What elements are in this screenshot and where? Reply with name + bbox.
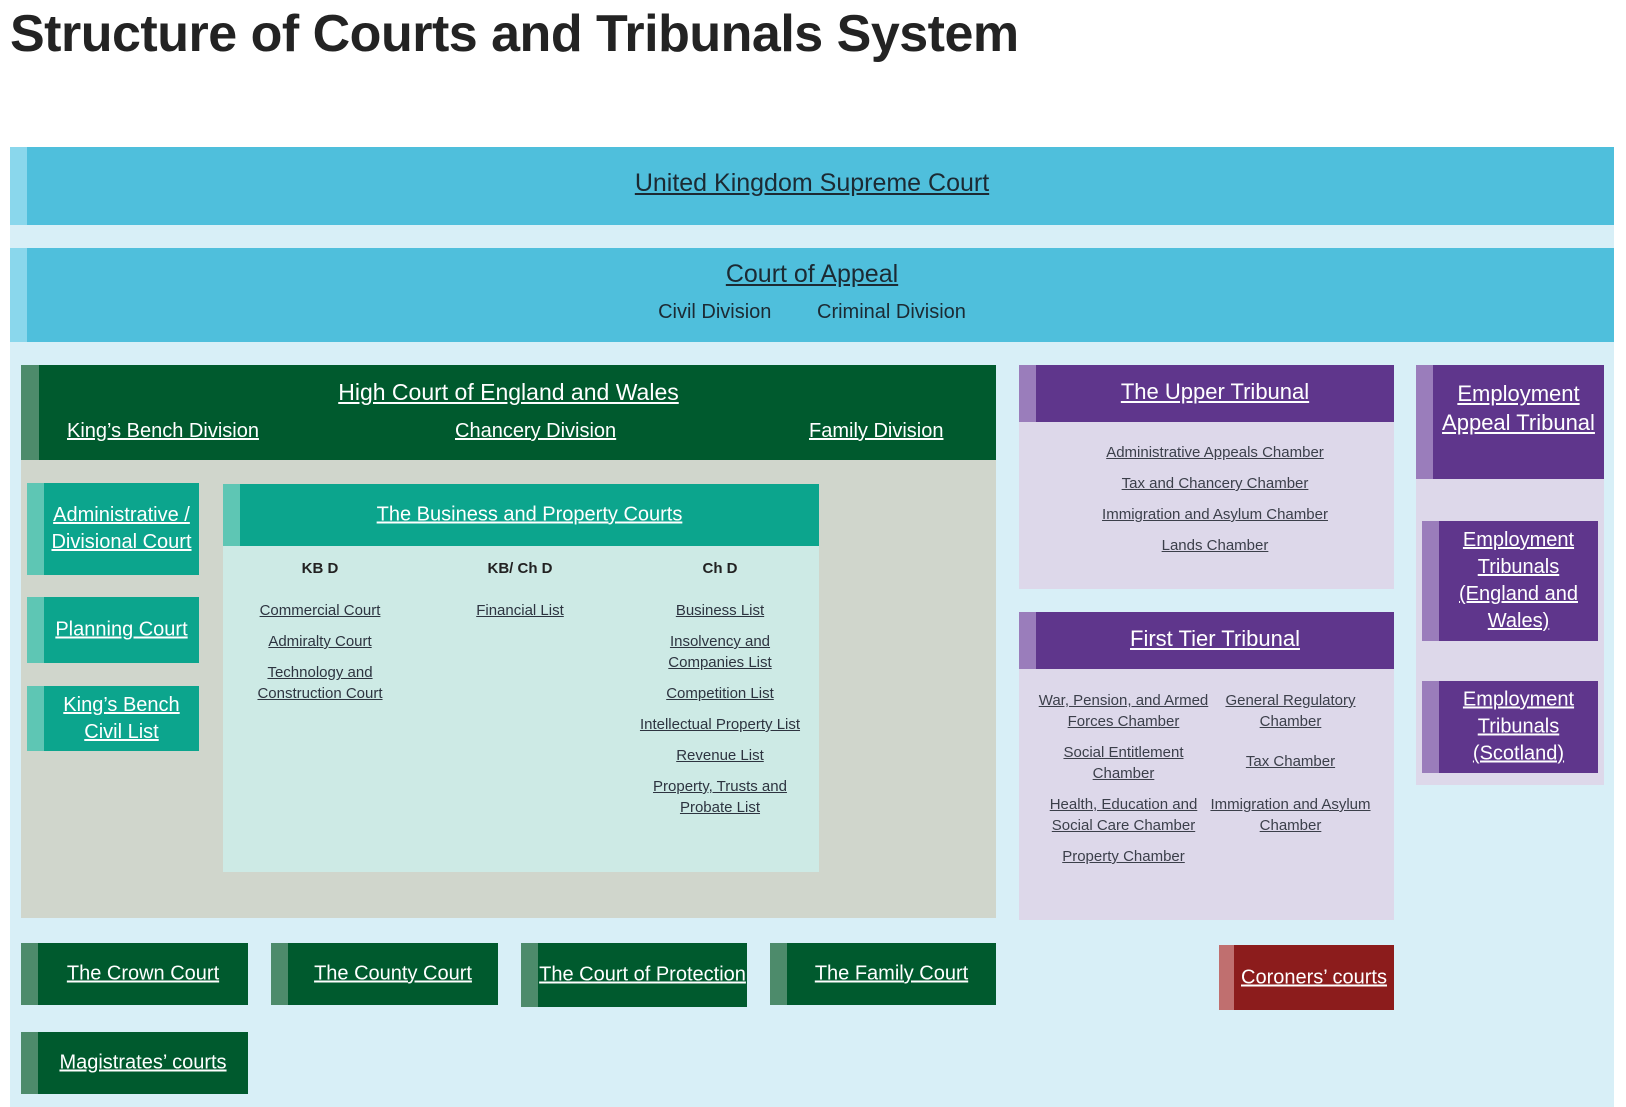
employment-tribunals-ew-box: Employment Tribunals (England and Wales) <box>1422 521 1598 641</box>
civil-division-label: Civil Division <box>658 301 772 323</box>
list-item[interactable]: Competition List <box>666 685 774 702</box>
chd-column-heading: Ch D <box>702 560 738 577</box>
list-item[interactable]: Financial List <box>476 602 564 619</box>
employment-tribunals-scotland-link[interactable]: Employment Tribunals (Scotland) <box>1462 688 1575 765</box>
upper-tribunal-header: The Upper Tribunal <box>1019 365 1394 422</box>
business-property-courts-link[interactable]: The Business and Property Courts <box>376 503 683 526</box>
kb-chd-column-heading: KB/ Ch D <box>487 560 553 577</box>
page-title: Structure of Courts and Tribunals System <box>10 5 1019 63</box>
list-item[interactable]: Tax and Chancery Chamber <box>1121 475 1309 492</box>
county-court-link[interactable]: The County Court <box>314 962 472 985</box>
high-court-link[interactable]: High Court of England and Wales <box>338 379 679 405</box>
list-item[interactable]: Admiralty Court <box>268 633 372 650</box>
list-item[interactable]: Property, Trusts and Probate List <box>653 778 787 816</box>
family-court-link[interactable]: The Family Court <box>814 962 969 985</box>
list-item[interactable]: Intellectual Property List <box>639 716 801 733</box>
family-court-box: The Family Court <box>770 943 996 1005</box>
business-property-panel <box>223 484 819 872</box>
kbd-list: Commercial Court Admiralty Court Technol… <box>230 600 410 714</box>
upper-tribunal-chambers: Administrative Appeals Chamber Tax and C… <box>1036 443 1394 567</box>
supreme-court-box: United Kingdom Supreme Court <box>10 147 1614 225</box>
kings-bench-division-link[interactable]: King’s Bench Division <box>67 420 259 442</box>
first-tier-tribunal-link[interactable]: First Tier Tribunal <box>1130 626 1300 651</box>
employment-tribunals-scotland-box: Employment Tribunals (Scotland) <box>1422 681 1598 773</box>
high-court-header: High Court of England and Wales King’s B… <box>21 365 996 460</box>
first-tier-right-chambers: General Regulatory Chamber Tax Chamber I… <box>1203 690 1378 846</box>
planning-court-box: Planning Court <box>27 597 199 663</box>
administrative-divisional-court-link[interactable]: Administrative / Divisional Court <box>51 504 192 553</box>
list-item[interactable]: Technology and Construction Court <box>257 664 383 702</box>
list-item[interactable]: Commercial Court <box>259 602 381 619</box>
list-item[interactable]: Property Chamber <box>1062 848 1185 865</box>
supreme-court-link[interactable]: United Kingdom Supreme Court <box>634 169 990 197</box>
appeal-divisions: Civil Division Criminal Division <box>10 301 1614 324</box>
employment-appeal-tribunal-box: Employment Appeal Tribunal <box>1416 365 1604 479</box>
business-property-header: The Business and Property Courts <box>223 484 819 546</box>
court-of-protection-link[interactable]: The Court of Protection <box>539 963 746 986</box>
planning-court-link[interactable]: Planning Court <box>55 618 188 641</box>
county-court-box: The County Court <box>271 943 498 1005</box>
list-item[interactable]: Immigration and Asylum Chamber <box>1210 796 1371 834</box>
family-division-link[interactable]: Family Division <box>809 420 944 442</box>
coroners-courts-box: Coroners’ courts <box>1219 945 1394 1010</box>
kings-bench-civil-list-link[interactable]: King’s Bench Civil List <box>63 693 180 743</box>
kings-bench-civil-list-box: King’s Bench Civil List <box>27 686 199 751</box>
coroners-courts-link[interactable]: Coroners’ courts <box>1241 966 1387 988</box>
list-item[interactable]: Social Entitlement Chamber <box>1063 744 1184 782</box>
list-item[interactable]: Tax Chamber <box>1245 753 1336 770</box>
crown-court-link[interactable]: The Crown Court <box>66 962 220 985</box>
court-of-protection-box: The Court of Protection <box>521 943 747 1007</box>
court-of-appeal-link[interactable]: Court of Appeal <box>725 260 899 288</box>
upper-tribunal-link[interactable]: The Upper Tribunal <box>1120 379 1310 404</box>
list-item[interactable]: Administrative Appeals Chamber <box>1106 444 1324 461</box>
chd-list: Business List Insolvency and Companies L… <box>630 600 810 828</box>
chancery-division-link[interactable]: Chancery Division <box>455 420 617 442</box>
administrative-divisional-court-box: Administrative / Divisional Court <box>27 483 199 575</box>
list-item[interactable]: General Regulatory Chamber <box>1225 692 1356 730</box>
list-item[interactable]: Immigration and Asylum Chamber <box>1102 506 1328 523</box>
kb-chd-list: Financial List <box>430 600 610 631</box>
list-item[interactable]: Business List <box>675 602 765 619</box>
list-item[interactable]: Health, Education and Social Care Chambe… <box>1049 796 1198 834</box>
list-item[interactable]: Lands Chamber <box>1161 537 1269 554</box>
employment-tribunals-ew-link[interactable]: Employment Tribunals (England and Wales) <box>1459 529 1578 632</box>
criminal-division-label: Criminal Division <box>817 301 966 323</box>
list-item[interactable]: Revenue List <box>676 747 764 764</box>
magistrates-courts-link[interactable]: Magistrates’ courts <box>59 1051 227 1074</box>
first-tier-left-chambers: War, Pension, and Armed Forces Chamber S… <box>1036 690 1211 877</box>
employment-appeal-tribunal-link[interactable]: Employment Appeal Tribunal <box>1442 381 1595 435</box>
list-item[interactable]: Insolvency and Companies List <box>668 633 772 671</box>
kbd-column-heading: KB D <box>301 560 339 577</box>
crown-court-box: The Crown Court <box>21 943 248 1005</box>
court-of-appeal-box: Court of Appeal Civil Division Criminal … <box>10 248 1614 342</box>
list-item[interactable]: War, Pension, and Armed Forces Chamber <box>1038 692 1209 730</box>
first-tier-tribunal-header: First Tier Tribunal <box>1019 612 1394 669</box>
magistrates-courts-box: Magistrates’ courts <box>21 1032 248 1094</box>
